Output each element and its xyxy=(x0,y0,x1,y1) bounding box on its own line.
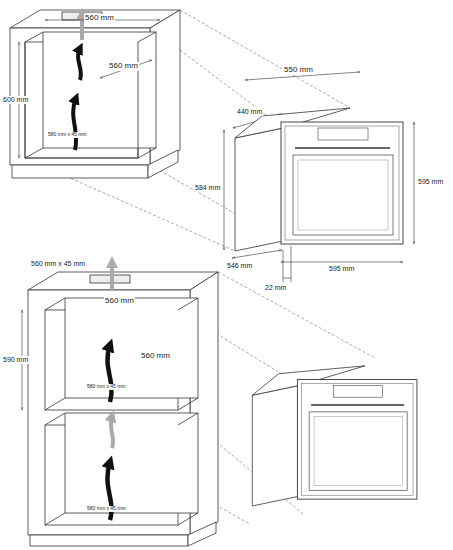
dimension-label: 560 mm xyxy=(84,14,115,23)
tall-cabinet xyxy=(28,272,218,546)
dimension-label: 560 mm x 45 mm xyxy=(30,260,86,268)
dimension-label: 560 mm xyxy=(108,62,139,71)
dimension-label: 580 mm x 45 mm xyxy=(86,506,127,512)
airflow-arrows xyxy=(73,14,82,150)
dimension-label: 580 mm x 45 mm xyxy=(86,384,127,390)
dimension-label: 560 mm xyxy=(140,352,171,361)
dimension-label: 600 mm xyxy=(2,96,29,104)
dimension-label: 580 mm x 45 mm xyxy=(47,132,88,138)
dimension-label: 595 mm xyxy=(417,178,444,186)
dimension-label: 590 mm xyxy=(2,356,29,364)
base-cabinet xyxy=(10,10,180,178)
dimension-label: 546 mm xyxy=(226,262,253,270)
dimension-label: 440 mm xyxy=(236,108,263,116)
dimension-label: 22 mm xyxy=(264,284,287,292)
dimension-label: 560 mm xyxy=(104,297,135,306)
dimension-label: 550 mm xyxy=(283,66,314,75)
dimension-label: 584 mm xyxy=(194,184,221,192)
dimension-label: 595 mm xyxy=(328,265,355,273)
